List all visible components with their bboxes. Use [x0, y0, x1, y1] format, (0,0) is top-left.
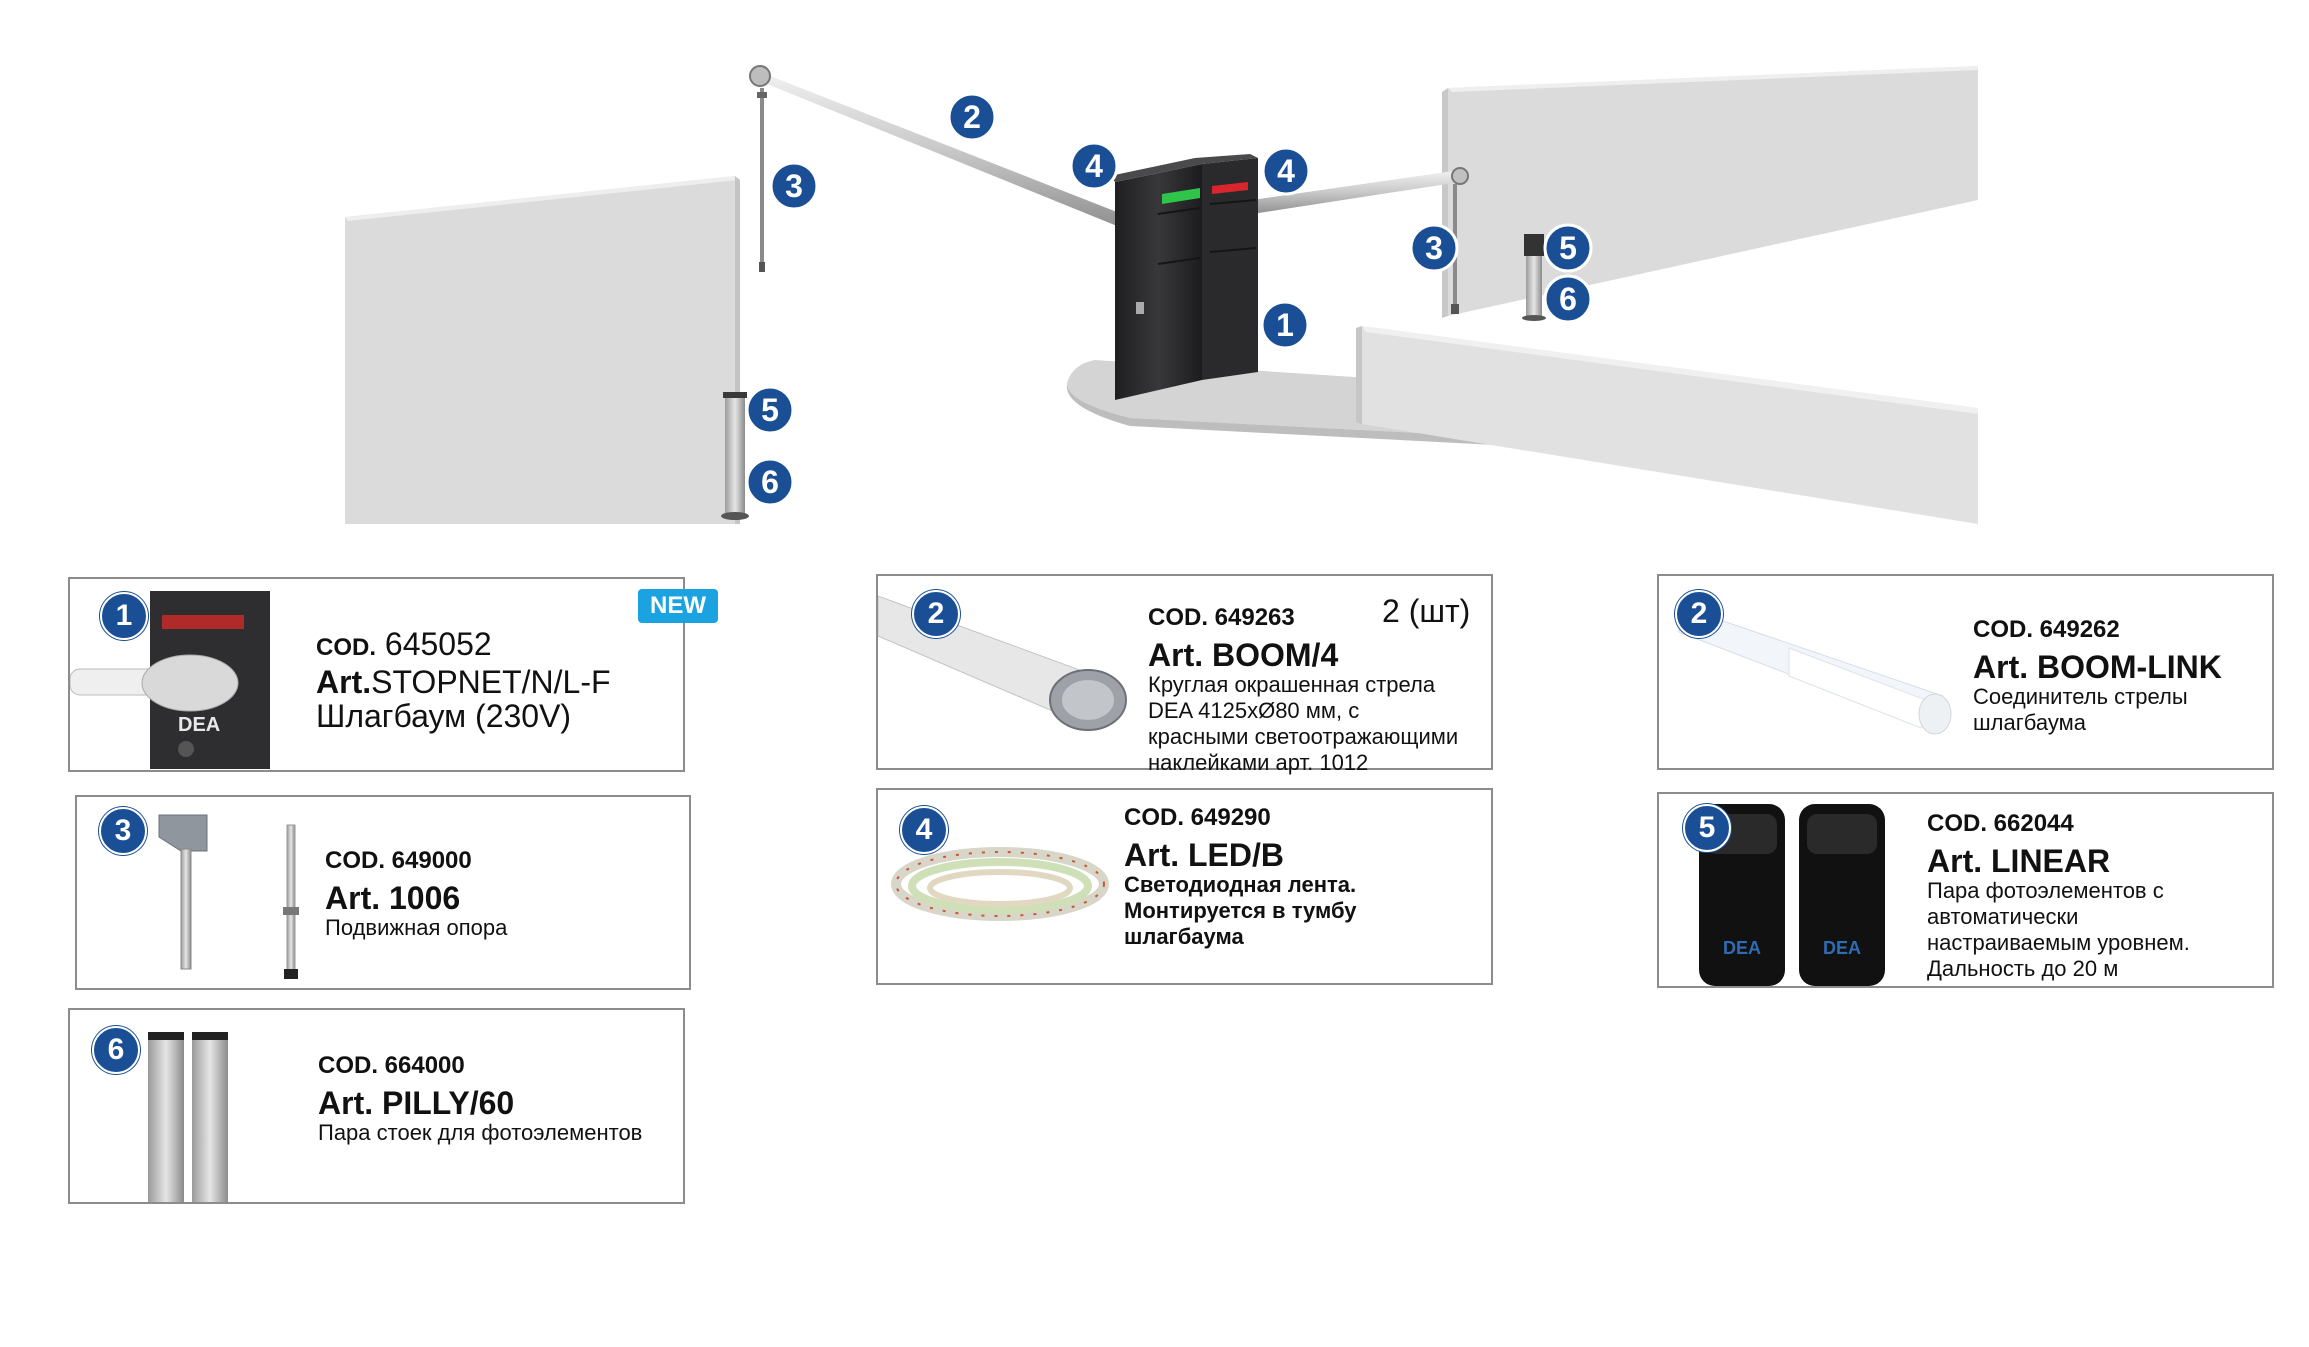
diagram-badges: 1 2 3 4 4 3 5 6: [745, 92, 1593, 507]
badge-3-left: 3: [769, 161, 819, 211]
description-line: Круглая окрашенная стрела: [1148, 672, 1436, 697]
svg-text:5: 5: [761, 392, 779, 428]
description-line: Подвижная опора: [325, 915, 508, 940]
boom-link-text: COD. 649262 Art. BOOM-LINK Соединитель с…: [1973, 616, 2222, 736]
art-name: Art. PILLY/60: [318, 1085, 515, 1121]
card-number-badge: 2: [912, 590, 960, 638]
description-line: Пара фотоэлементов с: [1927, 878, 2164, 903]
description-line: Соединитель стрелы: [1973, 684, 2188, 709]
badge-3-right: 3: [1409, 223, 1459, 273]
svg-text:2: 2: [963, 99, 981, 135]
svg-text:DEA: DEA: [178, 714, 220, 736]
badge-6-right: 6: [1543, 274, 1593, 324]
description-line: DEA 4125xØ80 мм, с: [1148, 698, 1360, 723]
installation-diagram: 1 2 3 4 4 3 5 6: [345, 65, 1978, 524]
description-line: Светодиодная лента.: [1124, 872, 1357, 897]
art-name: Art. LINEAR: [1927, 843, 2111, 879]
photocell-posts-image: [148, 1032, 228, 1202]
product-card-boom4: 2 2 (шт) COD. 649263 Art. BOOM/4 Круглая…: [876, 574, 1493, 775]
card-number-badge: 6: [92, 1026, 140, 1074]
card-number-badge: 2: [1675, 590, 1723, 638]
left-wall: [345, 176, 740, 524]
svg-text:3: 3: [785, 168, 803, 204]
description: Шлагбаум (230V): [316, 698, 572, 734]
badge-1: 1: [1260, 300, 1310, 350]
description-line: автоматически: [1927, 904, 2079, 929]
boom4-text: COD. 649263 Art. BOOM/4 Круглая окрашенн…: [1148, 604, 1458, 776]
svg-text:DEA: DEA: [1823, 938, 1861, 958]
description-line: Пара стоек для фотоэлементов: [318, 1120, 643, 1145]
svg-text:5: 5: [1559, 230, 1577, 266]
barrier-cabinet-image: DEA: [70, 591, 270, 769]
cod-value: 645052: [384, 626, 492, 662]
badge-5-left: 5: [745, 385, 795, 435]
item-1006-text: COD. 649000 Art. 1006 Подвижная опора: [325, 847, 507, 941]
description-line: настраиваемым уровнем.: [1927, 930, 2190, 955]
svg-text:1: 1: [1276, 307, 1294, 343]
art-name: Art. BOOM-LINK: [1973, 649, 2222, 685]
right-upper-wall: [1442, 66, 1978, 318]
left-photocell-post: [721, 392, 749, 520]
description-line: шлагбаума: [1973, 710, 2086, 735]
led-b-text: COD. 649290 Art. LED/B Светодиодная лент…: [1124, 804, 1356, 950]
product-card-boom-link: 2 COD. 649262 Art. BOOM-LINK Соединитель…: [1657, 574, 2274, 770]
art-label: Art.: [316, 664, 372, 700]
stopnet-text: COD. 645052 Art.STOPNET/N/L-F Шлагбаум (…: [316, 627, 611, 733]
badge-4-left: 4: [1069, 141, 1119, 191]
cod-label: COD.: [316, 634, 376, 661]
description-line: Монтируется в тумбу: [1124, 898, 1357, 923]
cod-code: COD. 649290: [1124, 804, 1271, 831]
product-card-1006: 3 COD. 649000 Art. 1006 Подвижная опора: [75, 795, 691, 990]
cod-code: COD. 649262: [1973, 616, 2120, 643]
badge-6-left: 6: [745, 457, 795, 507]
svg-text:6: 6: [761, 464, 779, 500]
left-boom: [749, 65, 1122, 272]
badge-2: 2: [947, 92, 997, 142]
cod-code: COD. 649000: [325, 847, 472, 874]
pilly-60-text: COD. 664000 Art. PILLY/60 Пара стоек для…: [318, 1052, 642, 1146]
green-led-light: [1162, 188, 1200, 204]
product-card-linear: DEA DEA 5 COD. 662044 Art. LINEAR Пара ф…: [1657, 792, 2274, 988]
svg-text:4: 4: [1277, 153, 1295, 189]
boom-link-image: [1678, 605, 1952, 735]
card-number-badge: 3: [99, 807, 147, 855]
svg-text:6: 6: [1559, 281, 1577, 317]
new-badge: NEW: [638, 589, 718, 623]
cod-code: COD. 662044: [1927, 810, 2074, 837]
photocells-image: DEA DEA: [1699, 804, 1885, 986]
product-card-pilly-60: 6 COD. 664000 Art. PILLY/60 Пара стоек д…: [68, 1008, 685, 1204]
description-line: наклейками арт. 1012: [1148, 750, 1369, 775]
right-low-wall: [1356, 326, 1978, 524]
linear-text: COD. 662044 Art. LINEAR Пара фотоэлемент…: [1927, 810, 2190, 982]
cod-code: COD. 664000: [318, 1052, 465, 1079]
description-line: Дальность до 20 м: [1927, 956, 2119, 981]
svg-text:4: 4: [1085, 148, 1103, 184]
cod-code: COD. 649263: [1148, 604, 1295, 631]
right-photocell-post: [1522, 234, 1546, 321]
svg-text:3: 3: [1425, 230, 1443, 266]
led-strip-image: [891, 847, 1109, 921]
card-number-badge: 5: [1683, 804, 1731, 852]
description-line: шлагбаума: [1124, 924, 1244, 949]
card-number-badge: 1: [100, 592, 148, 640]
art-name: Art. 1006: [325, 880, 461, 916]
description-line: красными светоотражающими: [1148, 724, 1459, 749]
svg-text:DEA: DEA: [1723, 938, 1761, 958]
badge-4-right: 4: [1261, 146, 1311, 196]
badge-5-right: 5: [1543, 223, 1593, 273]
art-name: Art. LED/B: [1124, 837, 1284, 873]
card-number-badge: 4: [900, 806, 948, 854]
art-name: Art. BOOM/4: [1148, 637, 1339, 673]
quantity-label: 2 (шт): [1382, 593, 1471, 629]
product-card-stopnet: DEA 1 NEW COD. 645052 Art.STOPNET/N/L-F …: [68, 577, 718, 772]
barrier-cabinets: [1110, 154, 1258, 400]
red-led-light: [1212, 182, 1248, 194]
movable-support-image: [158, 814, 299, 979]
product-card-led-b: 4 COD. 649290 Art. LED/B Светодиодная ле…: [876, 788, 1493, 985]
art-value: STOPNET/N/L-F: [371, 664, 611, 700]
